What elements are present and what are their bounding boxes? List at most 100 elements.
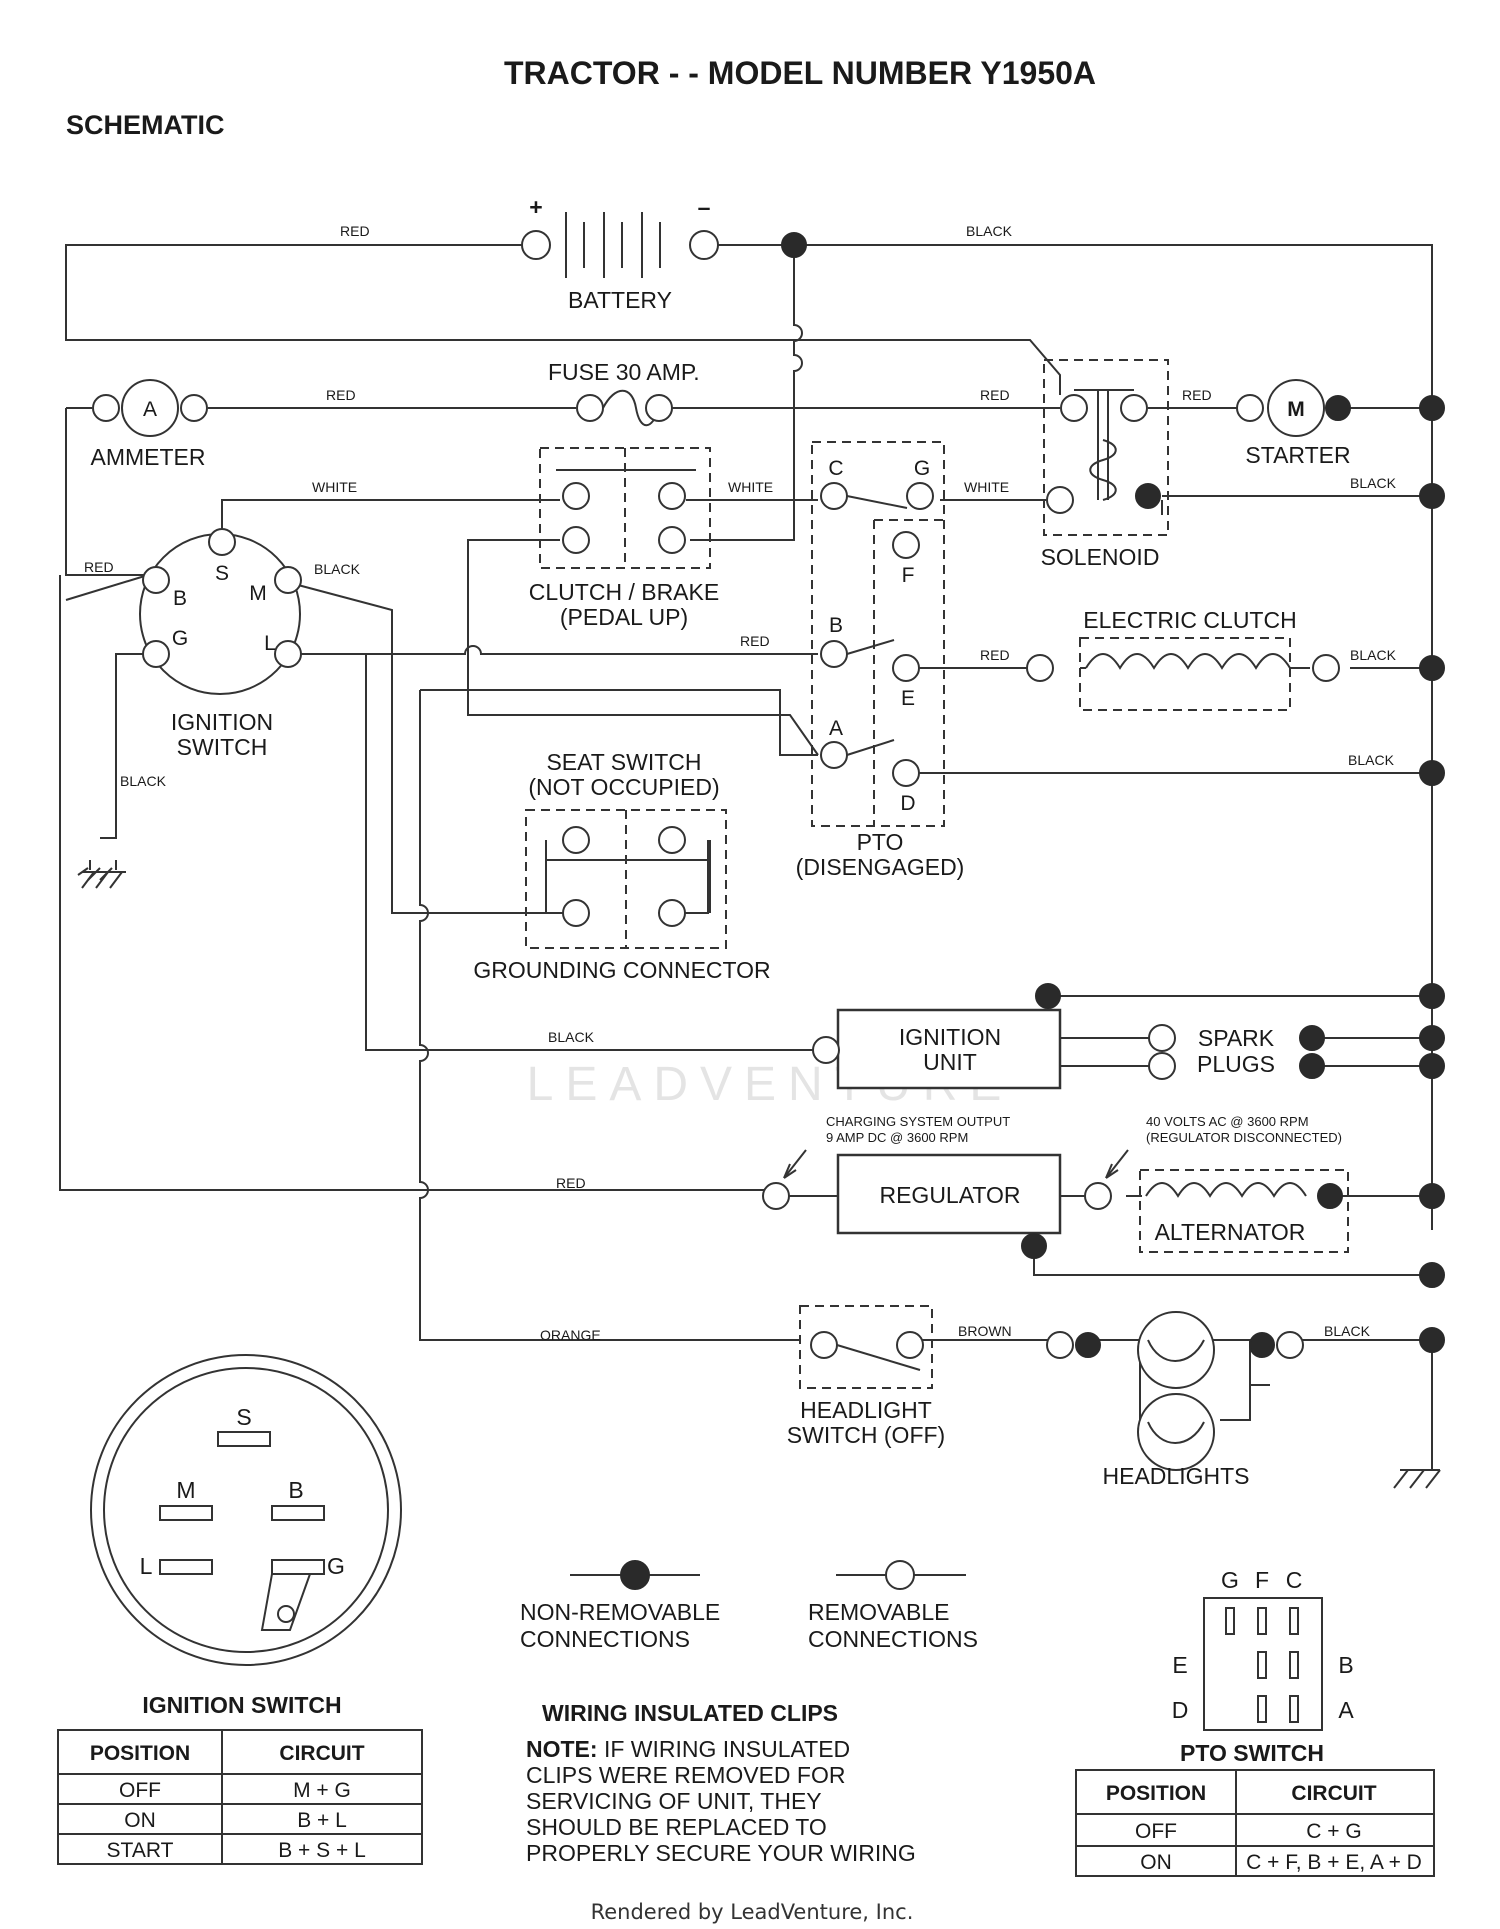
clutch-brake-label-1: CLUTCH / BRAKE (529, 579, 719, 605)
clips-note-line-1: NOTE: IF WIRING INSULATED (526, 1736, 850, 1762)
legend: NON-REMOVABLE CONNECTIONS REMOVABLE CONN… (520, 1560, 978, 1652)
clutch-brake-switch: CLUTCH / BRAKE (PEDAL UP) (529, 447, 719, 630)
wire-label-white-3: WHITE (964, 479, 1009, 495)
fuse: FUSE 30 AMP. (548, 359, 700, 427)
headlight-switch-label-2: SWITCH (OFF) (787, 1422, 945, 1448)
pto-detail-e: E (1172, 1652, 1187, 1678)
spark-plugs-label-2: PLUGS (1197, 1051, 1275, 1077)
wire-label-black-ignition-m: BLACK (314, 561, 361, 577)
wire-label-black-top: BLACK (966, 223, 1013, 239)
starter-symbol: M (1287, 398, 1305, 421)
ground-junction-bus-1 (1419, 983, 1445, 1009)
ignition-table-row-start-circuit: B + S + L (278, 1839, 366, 1862)
regulator: REGULATOR CHARGING SYSTEM OUTPUT 9 AMP D… (762, 1114, 1112, 1259)
wire-label-brown: BROWN (958, 1323, 1012, 1339)
solenoid-label: SOLENOID (1041, 544, 1160, 570)
ground-junction-ignition-unit (1035, 983, 1061, 1009)
wire-label-white-1: WHITE (312, 479, 357, 495)
ground-junction-bus-5 (1419, 1262, 1445, 1288)
wire-label-red-pto-b: RED (740, 633, 770, 649)
battery-plus-sign: + (529, 194, 542, 220)
pto-table-header-position: POSITION (1106, 1782, 1206, 1805)
pto-terminal-e: E (901, 687, 915, 710)
ignition-table-title: IGNITION SWITCH (142, 1692, 341, 1718)
pto-label-1: PTO (857, 829, 904, 855)
ignition-switch-label-1: IGNITION (171, 709, 273, 735)
pto-switch-detail: G F C E B D A (1172, 1567, 1354, 1731)
starter: M STARTER (1236, 379, 1351, 468)
clips-note-line-3: SERVICING OF UNIT, THEY (526, 1788, 822, 1814)
headlight-switch: HEADLIGHT SWITCH (OFF) (787, 1305, 945, 1448)
pto-table-row-off-position: OFF (1135, 1820, 1177, 1843)
ground-junction-starter (1419, 395, 1445, 421)
pto-detail-g: G (1221, 1567, 1239, 1593)
legend-non-removable-1: NON-REMOVABLE (520, 1599, 720, 1625)
wire-label-black-clutch: BLACK (1350, 647, 1397, 663)
headlights-label: HEADLIGHTS (1103, 1463, 1250, 1489)
pto-terminal-d: D (900, 792, 915, 815)
spark-plugs-label-1: SPARK (1198, 1025, 1275, 1051)
headlights: HEADLIGHTS (1046, 1311, 1304, 1489)
ignition-switch-detail: S M B L G (90, 1354, 402, 1666)
wire-label-black-ignition-unit: BLACK (548, 1029, 595, 1045)
wire-label-black-headlights: BLACK (1324, 1323, 1371, 1339)
ign-terminal-s: S (215, 562, 229, 585)
ignition-unit-label-2: UNIT (923, 1049, 977, 1075)
wire-label-black-solenoid: BLACK (1350, 475, 1397, 491)
wire-label-black-ground: BLACK (120, 773, 167, 789)
charging-note-1: CHARGING SYSTEM OUTPUT (826, 1114, 1010, 1129)
ign-terminal-g: G (172, 627, 188, 650)
pto-table-title: PTO SWITCH (1180, 1740, 1324, 1766)
ignition-table-row-on-position: ON (124, 1809, 156, 1832)
wire-label-black-pto-d: BLACK (1348, 752, 1395, 768)
ground-junction-bus-4 (1419, 1183, 1445, 1209)
wire-label-red-regulator: RED (556, 1175, 586, 1191)
ground-junction-clutch (1419, 655, 1445, 681)
pto-detail-b: B (1338, 1652, 1353, 1678)
clutch-brake-label-2: (PEDAL UP) (560, 604, 688, 630)
ground-junction-bus-6 (1419, 1327, 1445, 1353)
headlight-switch-label-1: HEADLIGHT (800, 1397, 932, 1423)
ignition-table-row-start-position: START (107, 1839, 174, 1862)
wire-label-red-fuse: RED (980, 387, 1010, 403)
ignition-unit-label-1: IGNITION (899, 1024, 1001, 1050)
ignition-switch-table: IGNITION SWITCH POSITION CIRCUIT OFF M +… (57, 1692, 423, 1865)
removable-connection-symbol (885, 1560, 915, 1590)
wire-label-red-ammeter: RED (326, 387, 356, 403)
pto-switch-table: PTO SWITCH POSITION CIRCUIT OFF C + G ON… (1075, 1740, 1435, 1877)
clips-note-text-1: IF WIRING INSULATED (604, 1736, 850, 1762)
non-removable-connection-symbol (620, 1560, 650, 1590)
ign-terminal-m: M (249, 582, 267, 605)
clips-note-line-5: PROPERLY SECURE YOUR WIRING (526, 1840, 916, 1866)
pto-table-row-on-circuit: C + F, B + E, A + D (1246, 1851, 1422, 1874)
page-title: TRACTOR - - MODEL NUMBER Y1950A (504, 55, 1096, 91)
ground-junction-battery (781, 232, 807, 258)
starter-label: STARTER (1245, 442, 1350, 468)
wire-network (59, 244, 1441, 1489)
wiring-clips-note: WIRING INSULATED CLIPS NOTE: IF WIRING I… (526, 1700, 916, 1866)
wire-label-orange: ORANGE (540, 1327, 601, 1343)
ammeter-symbol: A (143, 398, 157, 421)
grounding-connector-label: GROUNDING CONNECTOR (473, 957, 770, 983)
ignition-switch-label-2: SWITCH (177, 734, 268, 760)
ground-junction-solenoid (1419, 483, 1445, 509)
electric-clutch-label: ELECTRIC CLUTCH (1083, 607, 1296, 633)
ignition-table-header-circuit: CIRCUIT (279, 1742, 364, 1765)
wire-label-white-2: WHITE (728, 479, 773, 495)
ground-junction-bus-2 (1419, 1025, 1445, 1051)
pto-table-row-on-position: ON (1140, 1851, 1172, 1874)
pto-table-row-off-circuit: C + G (1306, 1820, 1361, 1843)
pto-label-2: (DISENGAGED) (796, 854, 965, 880)
pto-terminal-g: G (914, 457, 930, 480)
pto-detail-d: D (1172, 1697, 1189, 1723)
alternator-note-2: (REGULATOR DISCONNECTED) (1146, 1130, 1342, 1145)
battery: + – BATTERY (521, 194, 719, 313)
pto-detail-a: A (1338, 1697, 1354, 1723)
battery-label: BATTERY (568, 287, 672, 313)
ign-terminal-l: L (264, 632, 276, 655)
pto-table-header-circuit: CIRCUIT (1291, 1782, 1376, 1805)
battery-minus-sign: – (698, 194, 711, 220)
ammeter-label: AMMETER (91, 444, 206, 470)
pto-terminal-c: C (828, 457, 843, 480)
ignition-table-row-off-position: OFF (119, 1779, 161, 1802)
